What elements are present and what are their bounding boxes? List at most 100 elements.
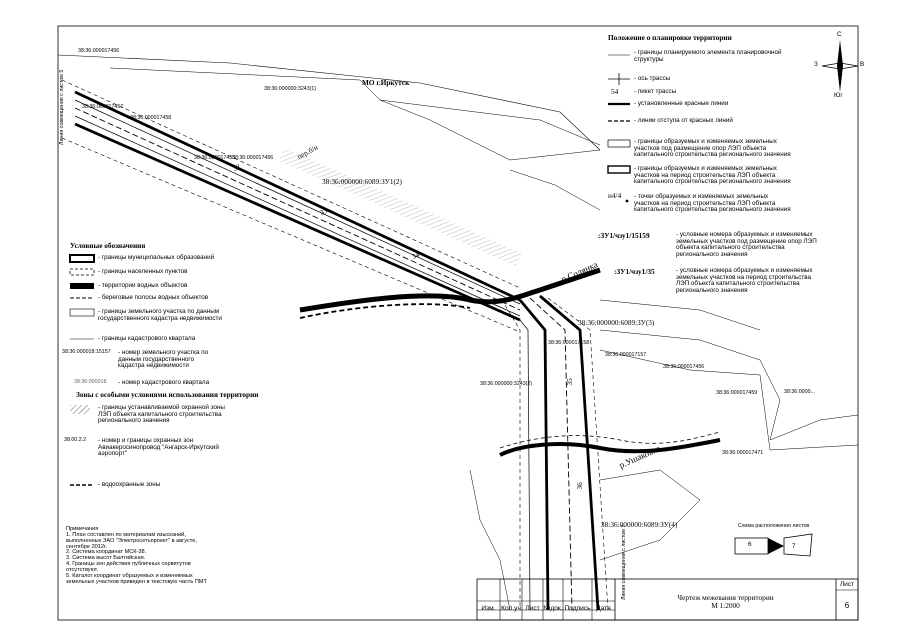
route-axis: [529, 297, 573, 611]
compass-rose: [821, 40, 859, 92]
red-line-boundary: [539, 294, 600, 611]
river-bank-line: [299, 303, 471, 319]
legend-item-settlements: - границы населенных пунктов: [98, 268, 188, 275]
legend-item-land-parcel: - границы земельного участка по данным г…: [98, 308, 222, 322]
stamp-col-date: Дата: [596, 605, 611, 612]
stamp-col-sheet: Лист: [525, 605, 540, 612]
legend-item-municipal: - границы муниципальных образований: [98, 254, 215, 261]
corridor-upper: [61, 79, 522, 333]
cadastral-label: 38:36:000017158: [548, 340, 590, 346]
setback-line: [61, 137, 521, 333]
legend-item-parcel-number: - номер земельного участка по данным гос…: [118, 349, 209, 370]
stamp-col-count: Кол.уч: [501, 605, 521, 612]
legend-symbol-zone-number: 38.00.2.2: [64, 437, 87, 443]
legend-item-construction-points: - точки образуемых и изменяемых земельны…: [634, 193, 791, 214]
legend-item-shore-strips: - береговые полосы водных объектов: [98, 294, 209, 301]
legend-item-setback: - линии отступа от красных линий: [634, 117, 733, 124]
compass-east: В: [860, 61, 865, 68]
legend-item-pipeline-zone: - номер и границы охранных зон Авиакерос…: [98, 437, 219, 458]
title-block: [476, 578, 859, 621]
bottom-legend-symbols: [69, 254, 95, 486]
cadastral-label: 38:36:000017457: [82, 104, 124, 110]
river-ushakovka: [499, 438, 721, 457]
cadastral-label: 38:36:000017456: [232, 155, 274, 161]
picket-label: 35: [564, 378, 574, 386]
compass-needle: [821, 62, 859, 70]
sheet-scheme-title: Схема расположения листов: [738, 523, 810, 529]
red-line-boundary: [74, 90, 521, 302]
top-legend-symbols: [607, 54, 631, 203]
legend-symbol-support-number: :ЗУ1/чзу1/15159: [598, 231, 650, 240]
red-line-boundary: [74, 122, 521, 322]
corridor-lower: [504, 294, 609, 611]
stamp-title: Чертеж межевания территории М 1:2000: [677, 593, 774, 610]
stamp-col-change: Изм.: [481, 605, 496, 612]
corridor-edge: [74, 99, 521, 305]
parcel-label-zu3: 38:36:000000:6089:ЗУ(3): [578, 318, 655, 327]
stamp-col-doc: №док.: [543, 605, 563, 612]
legend-item-cadastral-quarter: - границы кадастрового квартала: [98, 335, 196, 342]
parcel-boundary-line: [379, 99, 601, 161]
route-axis: [74, 107, 521, 311]
legend-symbol-rect: [607, 139, 631, 148]
cadastral-label: 38:36:000017459: [716, 390, 758, 396]
top-legend-title: Положение о планировке территории: [608, 33, 732, 42]
legend-item-water-bodies: - территории водных объектов: [98, 282, 188, 289]
compass-south: Юг: [834, 92, 843, 99]
stamp-sheet-number: 6: [844, 601, 850, 610]
municipality-label: МО г.Иркутск: [362, 78, 410, 87]
corridor-edge: [519, 319, 531, 611]
cadastral-label: 38:36:000017455: [194, 155, 236, 161]
legend-item-red-lines: - установленные красные линии: [634, 100, 729, 107]
parcel-boundary-line: [599, 299, 761, 331]
side-label-right: Линия совмещения с листом 7: [621, 524, 627, 600]
legend-symbol-point: [625, 199, 629, 203]
stamp-col-signature: Подпись: [564, 605, 591, 612]
stamp-frame: [476, 578, 859, 621]
sheet-scheme-right-box: [783, 533, 813, 557]
compass-north: С: [837, 31, 842, 38]
legend-symbol-point-label: н4/4: [608, 191, 622, 200]
compass-needle: [837, 40, 843, 92]
river-solyanka: [299, 267, 601, 313]
picket-label: 36: [574, 482, 584, 490]
parcel-boundary-line: [599, 469, 701, 561]
cadastral-label: 38:36:000000:3243(1): [264, 86, 317, 92]
setback-line: [504, 304, 521, 610]
legend-item-protection-zone: - границы устанавливаемой охранной зоны …: [98, 404, 225, 425]
parcel-label-zu1-2: 38:36:000000:6089:ЗУ1(2): [322, 177, 402, 186]
legend-symbol-picket-label: 54: [611, 87, 619, 96]
legend-item-construction-numbers: - условные номера образуемых и изменяемы…: [676, 267, 813, 294]
side-label-left: Линия совмещения с листом 5: [59, 69, 65, 145]
cadastral-label: 38:36:000017157: [605, 352, 647, 358]
legend-symbol-box-thick: [69, 254, 95, 263]
cadastral-label: 38:36:000017456: [78, 48, 120, 54]
cadastral-label: 38:36:000000:3243(2): [480, 381, 533, 387]
legend-item-route-axis: - ось трассы: [634, 75, 671, 82]
protection-zone-hatch: [278, 147, 522, 267]
parcel-boundary-line: [57, 54, 601, 151]
notes-block: Примечания 1. План составлен по материал…: [66, 526, 207, 585]
legend-symbol-parcel-number: 38:36:000018:15157: [62, 349, 111, 355]
legend-symbol-box-thin: [69, 308, 95, 317]
legend-symbol-hatch: [70, 405, 90, 414]
compass-west: З: [814, 61, 818, 68]
legend-symbol-quarter-number: 38:36:000018: [74, 379, 107, 385]
corridor-edge: [74, 115, 521, 317]
legend-item-support-parcels: - границы образуемых и изменяемых земель…: [634, 138, 791, 159]
parcel-boundary-line: [109, 67, 601, 146]
parcel-boundary-line: [599, 349, 859, 451]
sheet-scheme-left: 6: [748, 541, 752, 548]
sheet-frame: [57, 25, 859, 621]
cadastral-label: 38:36:0000...: [784, 389, 815, 395]
legend-item-water-protection: - водоохранные зоны: [98, 481, 161, 488]
sheet-scheme: [734, 533, 813, 557]
sheet-scheme-right: 7: [792, 543, 796, 550]
legend-item-construction-parcels: - границы образуемых и изменяемых земель…: [634, 165, 791, 186]
legend-symbol-box-dashed: [69, 268, 95, 276]
legend-item-support-numbers: - условные номера образуемых и изменяемы…: [676, 231, 817, 258]
cadastral-label: 38:36:000017456: [663, 364, 705, 370]
legend-item-picket: - пикет трассы: [634, 88, 677, 95]
